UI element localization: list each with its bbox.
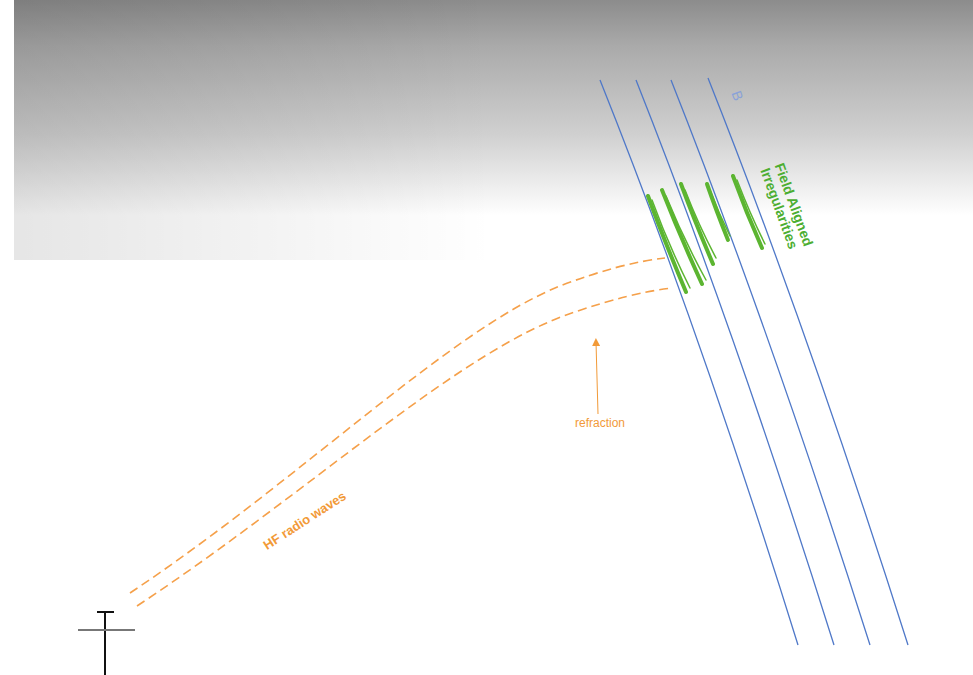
irregularity bbox=[710, 190, 730, 236]
leader-arrow bbox=[596, 342, 598, 414]
irregularity bbox=[681, 184, 713, 264]
field-aligned-irregularities bbox=[648, 176, 765, 292]
field-line bbox=[671, 80, 870, 645]
magnetic-field-lines bbox=[600, 78, 908, 645]
field-line bbox=[636, 80, 834, 645]
irregularity bbox=[733, 176, 762, 248]
ionosphere-shading bbox=[14, 0, 973, 385]
antenna-element bbox=[97, 611, 114, 613]
hf-ray-paths bbox=[130, 258, 672, 606]
region-label: Field Aligned Irregularities bbox=[757, 161, 824, 275]
field-symbol: B bbox=[728, 89, 746, 103]
antenna-mast bbox=[104, 612, 106, 675]
callout-label: refraction bbox=[575, 417, 625, 430]
irregularity bbox=[648, 196, 686, 292]
ray-label: HF radio waves bbox=[261, 489, 349, 553]
ionosphere-shading bbox=[14, 0, 973, 260]
field-line bbox=[708, 78, 908, 645]
ray-path bbox=[137, 288, 672, 606]
antenna-symbol bbox=[78, 612, 135, 675]
field-line bbox=[600, 80, 798, 645]
irregularity bbox=[737, 180, 765, 244]
antenna-element bbox=[78, 629, 135, 631]
irregularity bbox=[662, 190, 702, 284]
